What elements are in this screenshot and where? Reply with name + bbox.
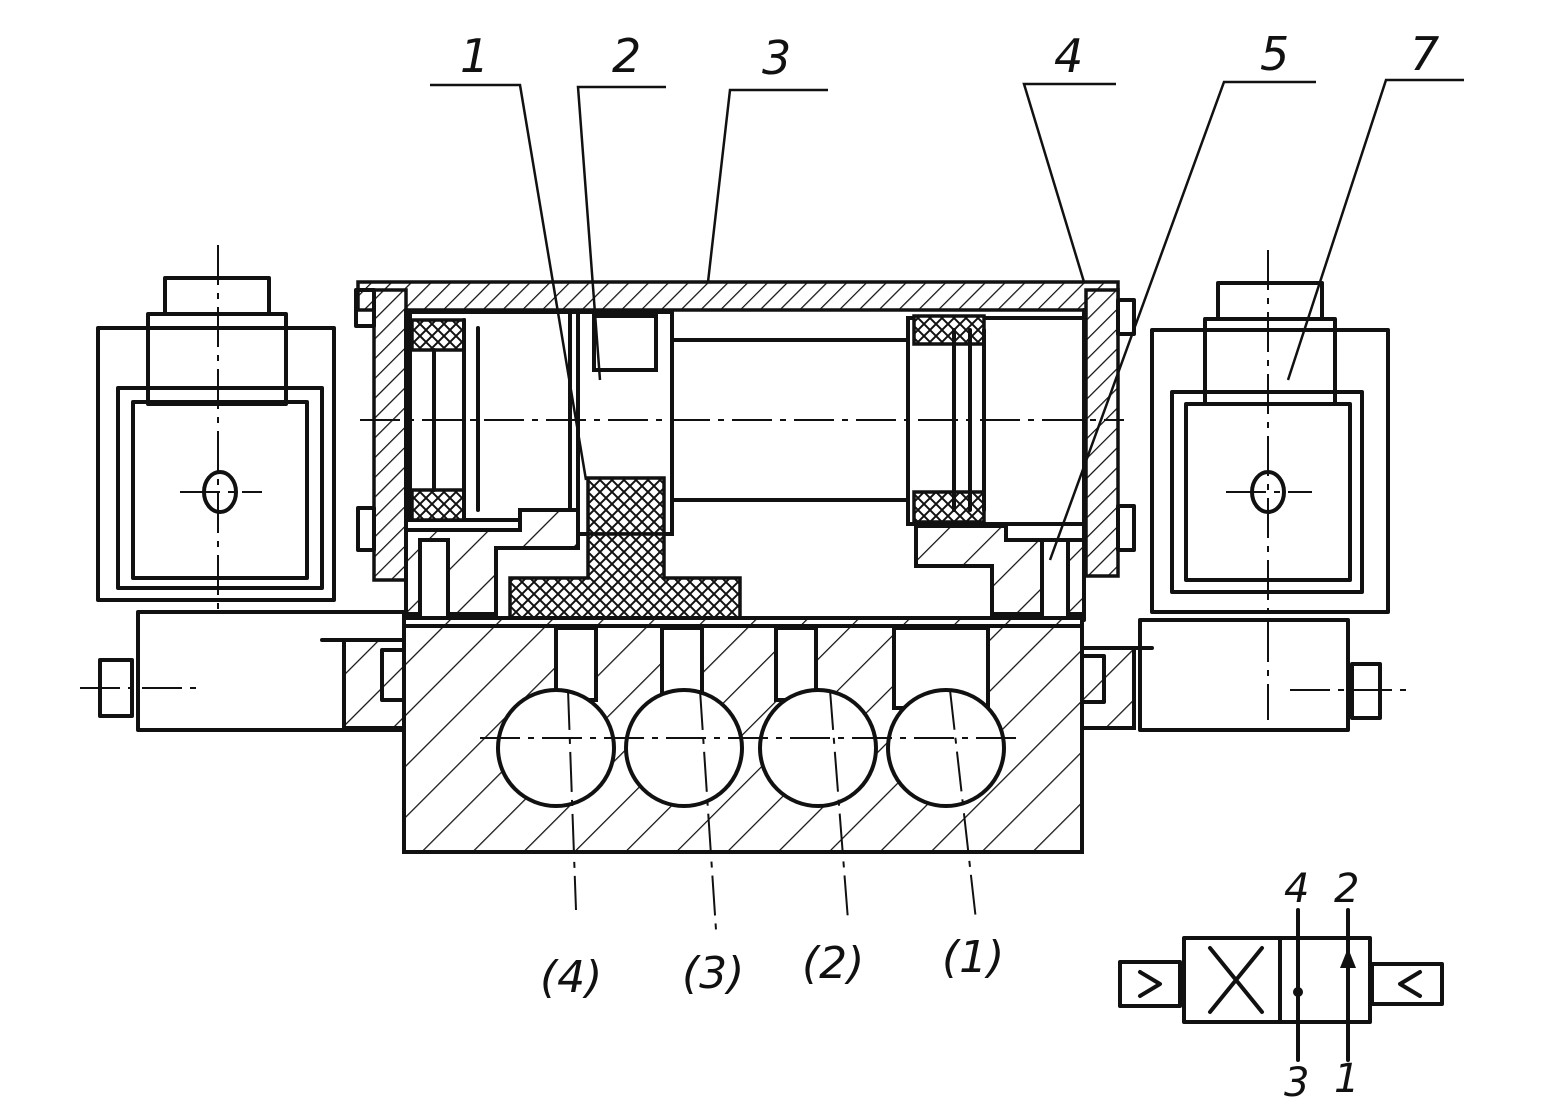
port-bore-1 [886, 688, 1006, 808]
manifold-base [342, 616, 1136, 854]
callout-leaders [430, 78, 1464, 561]
port-label-4: (4) [540, 952, 602, 1003]
port-label-1: (1) [942, 932, 1004, 983]
port-leaders [567, 689, 977, 931]
valve-housing [354, 280, 1136, 622]
arrow-up-icon [1340, 948, 1356, 968]
symbol-port-3: 3 [1284, 1060, 1309, 1106]
valve-symbol: 4 2 3 1 [1118, 866, 1444, 1106]
callout-4: 4 [1054, 29, 1083, 83]
port-label-2: (2) [802, 938, 864, 989]
port-bore-3 [624, 688, 744, 808]
symbol-port-2: 2 [1334, 866, 1359, 912]
callout-2: 2 [612, 29, 641, 83]
port-labels: (4) (3) (2) (1) [540, 932, 1004, 1003]
callout-3: 3 [762, 31, 791, 85]
junction-dot-icon [1293, 987, 1303, 997]
callout-numbers: 1 2 3 4 5 7 [460, 27, 1439, 85]
callout-7: 7 [1410, 27, 1439, 81]
port-bore-2 [758, 688, 878, 808]
coil-pin-icon [1250, 470, 1286, 514]
port-label-3: (3) [682, 948, 744, 999]
coil-pin-icon [202, 470, 238, 514]
callout-1: 1 [460, 29, 489, 83]
symbol-port-1: 1 [1334, 1056, 1359, 1102]
callout-5: 5 [1260, 27, 1289, 81]
symbol-port-4: 4 [1284, 866, 1309, 912]
port-bore-4 [496, 688, 616, 808]
